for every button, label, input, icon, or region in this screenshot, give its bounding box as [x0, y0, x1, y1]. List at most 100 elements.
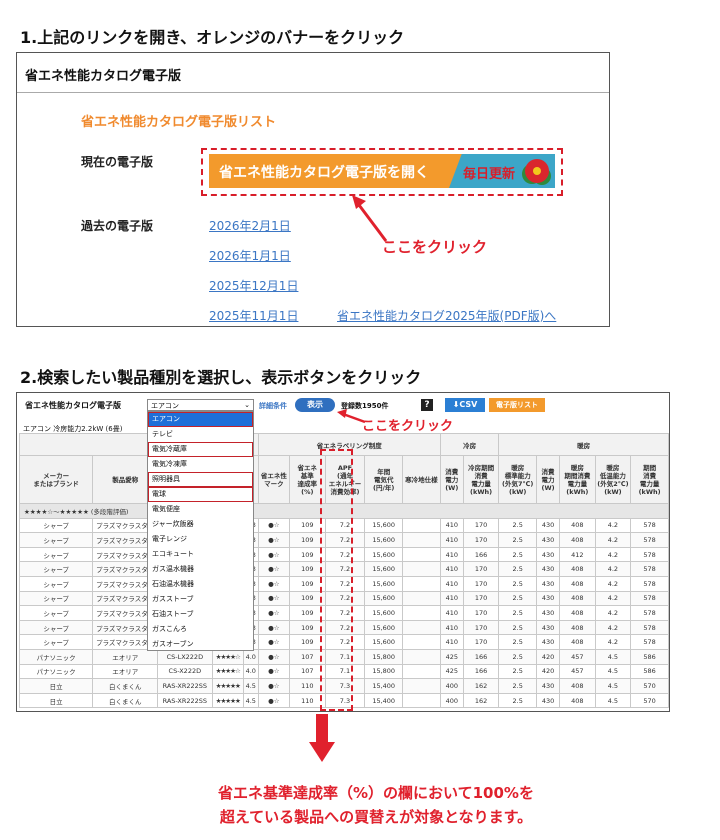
open-catalog-banner[interactable]: 省エネ性能カタログ電子版を開く 毎日更新 — [209, 154, 555, 188]
category-dropdown-list: エアコンテレビ電気冷蔵庫電気冷凍庫照明器具電球電気便座ジャー炊飯器電子レンジエコ… — [147, 411, 254, 651]
table-cell: 578 — [630, 517, 669, 534]
category-option[interactable]: ガス温水機器 — [152, 565, 194, 573]
category-option[interactable]: 電子レンジ — [152, 535, 187, 543]
column-header: 年間 電気代 (円/年) — [364, 455, 404, 504]
category-option[interactable]: ガスオーブン — [152, 640, 194, 648]
achievement-rate-highlight-box — [320, 449, 353, 711]
table-cell: 15,800 — [364, 648, 404, 665]
category-option[interactable]: ガスストーブ — [152, 595, 194, 603]
table-cell: 457 — [559, 648, 596, 665]
category-option[interactable]: 石油ストーブ — [152, 610, 194, 618]
registered-count: 登録数1950件 — [341, 402, 389, 410]
table-cell: 4.2 — [594, 561, 632, 577]
table-cell: 15,600 — [364, 561, 404, 577]
column-header: 消費 電力 (W) — [536, 455, 561, 504]
csv-download-button[interactable]: ⬇CSV — [445, 398, 485, 412]
table-cell: シャープ — [18, 532, 94, 548]
table-cell: 4.2 — [594, 605, 632, 621]
table-cell: シャープ — [18, 619, 94, 636]
help-icon[interactable]: ? — [421, 399, 433, 411]
table-cell: 420 — [536, 663, 561, 680]
edition-list-button[interactable]: 電子版リスト — [489, 398, 545, 412]
table-cell: 457 — [559, 663, 596, 680]
table-cell: 430 — [536, 634, 561, 650]
step1-title: 1.上記のリンクを開き、オレンジのバナーをクリック — [20, 28, 405, 47]
table-cell: 7.2 — [324, 561, 366, 577]
table-cell: 2.5 — [498, 605, 538, 621]
past-edition-link[interactable]: 2025年12月1日 — [209, 279, 299, 293]
table-cell — [402, 517, 441, 534]
table-cell — [402, 561, 441, 577]
table-cell: 586 — [630, 648, 669, 665]
app-title: 省エネ性能カタログ電子版 — [25, 401, 121, 410]
table-cell: 日立 — [18, 678, 94, 694]
category-option[interactable]: 石油温水機器 — [152, 580, 194, 588]
table-cell: パナソニック — [18, 663, 94, 680]
table-cell: ★★★★★ — [211, 678, 244, 694]
table-cell: シャープ — [18, 517, 94, 534]
pdf-catalog-link[interactable]: 省エネ性能カタログ2025年版(PDF版)へ — [337, 309, 557, 323]
category-option[interactable]: 電気便座 — [152, 505, 180, 513]
table-cell: 15,400 — [364, 678, 404, 694]
category-option[interactable]: ガスこんろ — [152, 625, 187, 633]
table-cell: 430 — [536, 678, 561, 694]
table-cell: 430 — [536, 692, 561, 709]
table-cell: 410 — [439, 605, 464, 621]
table-cell: 170 — [462, 532, 500, 548]
table-cell: 4.5 — [594, 692, 632, 709]
pointer-arrow-icon — [337, 409, 366, 424]
table-cell: 425 — [439, 663, 464, 680]
past-edition-link[interactable]: 2026年2月1日 — [209, 219, 291, 233]
table-cell: 15,600 — [364, 517, 404, 534]
table-cell: 410 — [439, 634, 464, 650]
table-cell: 2.5 — [498, 575, 538, 592]
table-cell: 430 — [536, 619, 561, 636]
table-cell: 162 — [462, 678, 500, 694]
click-here-label-1: ここをクリック — [382, 238, 488, 256]
catalog-page-header: 省エネ性能カタログ電子版 — [17, 53, 609, 93]
table-cell: 408 — [559, 605, 596, 621]
table-cell: 4.2 — [594, 634, 632, 650]
table-cell: 408 — [559, 532, 596, 548]
pointer-arrow-icon — [352, 195, 388, 242]
column-header: 暖房 標準能力 (外気7℃) (kW) — [498, 455, 538, 504]
table-cell: 4.5 — [242, 692, 259, 709]
category-option[interactable]: エコキュート — [152, 550, 194, 558]
past-edition-link[interactable]: 2026年1月1日 — [209, 249, 291, 263]
category-option[interactable]: 電気冷凍庫 — [152, 460, 187, 468]
past-edition-link[interactable]: 2025年11月1日 — [209, 309, 299, 323]
detail-conditions-link[interactable]: 詳細条件 — [259, 402, 287, 410]
table-cell: ●☆ — [257, 575, 291, 592]
table-cell: 430 — [536, 546, 561, 563]
table-cell: 2.5 — [498, 561, 538, 577]
table-cell: シャープ — [18, 590, 94, 607]
category-option[interactable]: テレビ — [152, 430, 173, 438]
past-editions-label: 過去の電子版 — [81, 219, 154, 233]
banner-highlight-box — [201, 148, 563, 196]
category-option[interactable]: ジャー炊飯器 — [152, 520, 194, 528]
category-option[interactable]: エアコン — [148, 412, 253, 427]
table-cell: 7.3 — [324, 692, 366, 709]
table-cell: 2.5 — [498, 590, 538, 607]
group-header-heating: 暖房 — [498, 433, 669, 456]
category-option[interactable]: 電球 — [148, 487, 253, 502]
column-header: 期間 消費 電力量 (kWh) — [630, 455, 669, 504]
table-cell: 408 — [559, 678, 596, 694]
category-option[interactable]: 照明器具 — [148, 472, 253, 487]
table-cell: 410 — [439, 532, 464, 548]
table-cell: 15,800 — [364, 663, 404, 680]
table-cell: 15,400 — [364, 692, 404, 709]
show-button[interactable]: 表示 — [295, 398, 335, 412]
table-cell: シャープ — [18, 546, 94, 563]
table-cell: 2.5 — [498, 648, 538, 665]
catalog-page-panel: 省エネ性能カタログ電子版 省エネ性能カタログ電子版リスト 現在の電子版 省エネ性… — [16, 52, 610, 327]
footer-note-line-1: 省エネ基準達成率（%）の欄において100%を — [218, 784, 534, 802]
category-option[interactable]: 電気冷蔵庫 — [148, 442, 253, 457]
down-arrow-icon — [309, 714, 335, 762]
category-select[interactable]: エアコン ⌄ — [147, 399, 254, 411]
click-here-label-2: ここをクリック — [362, 419, 454, 434]
